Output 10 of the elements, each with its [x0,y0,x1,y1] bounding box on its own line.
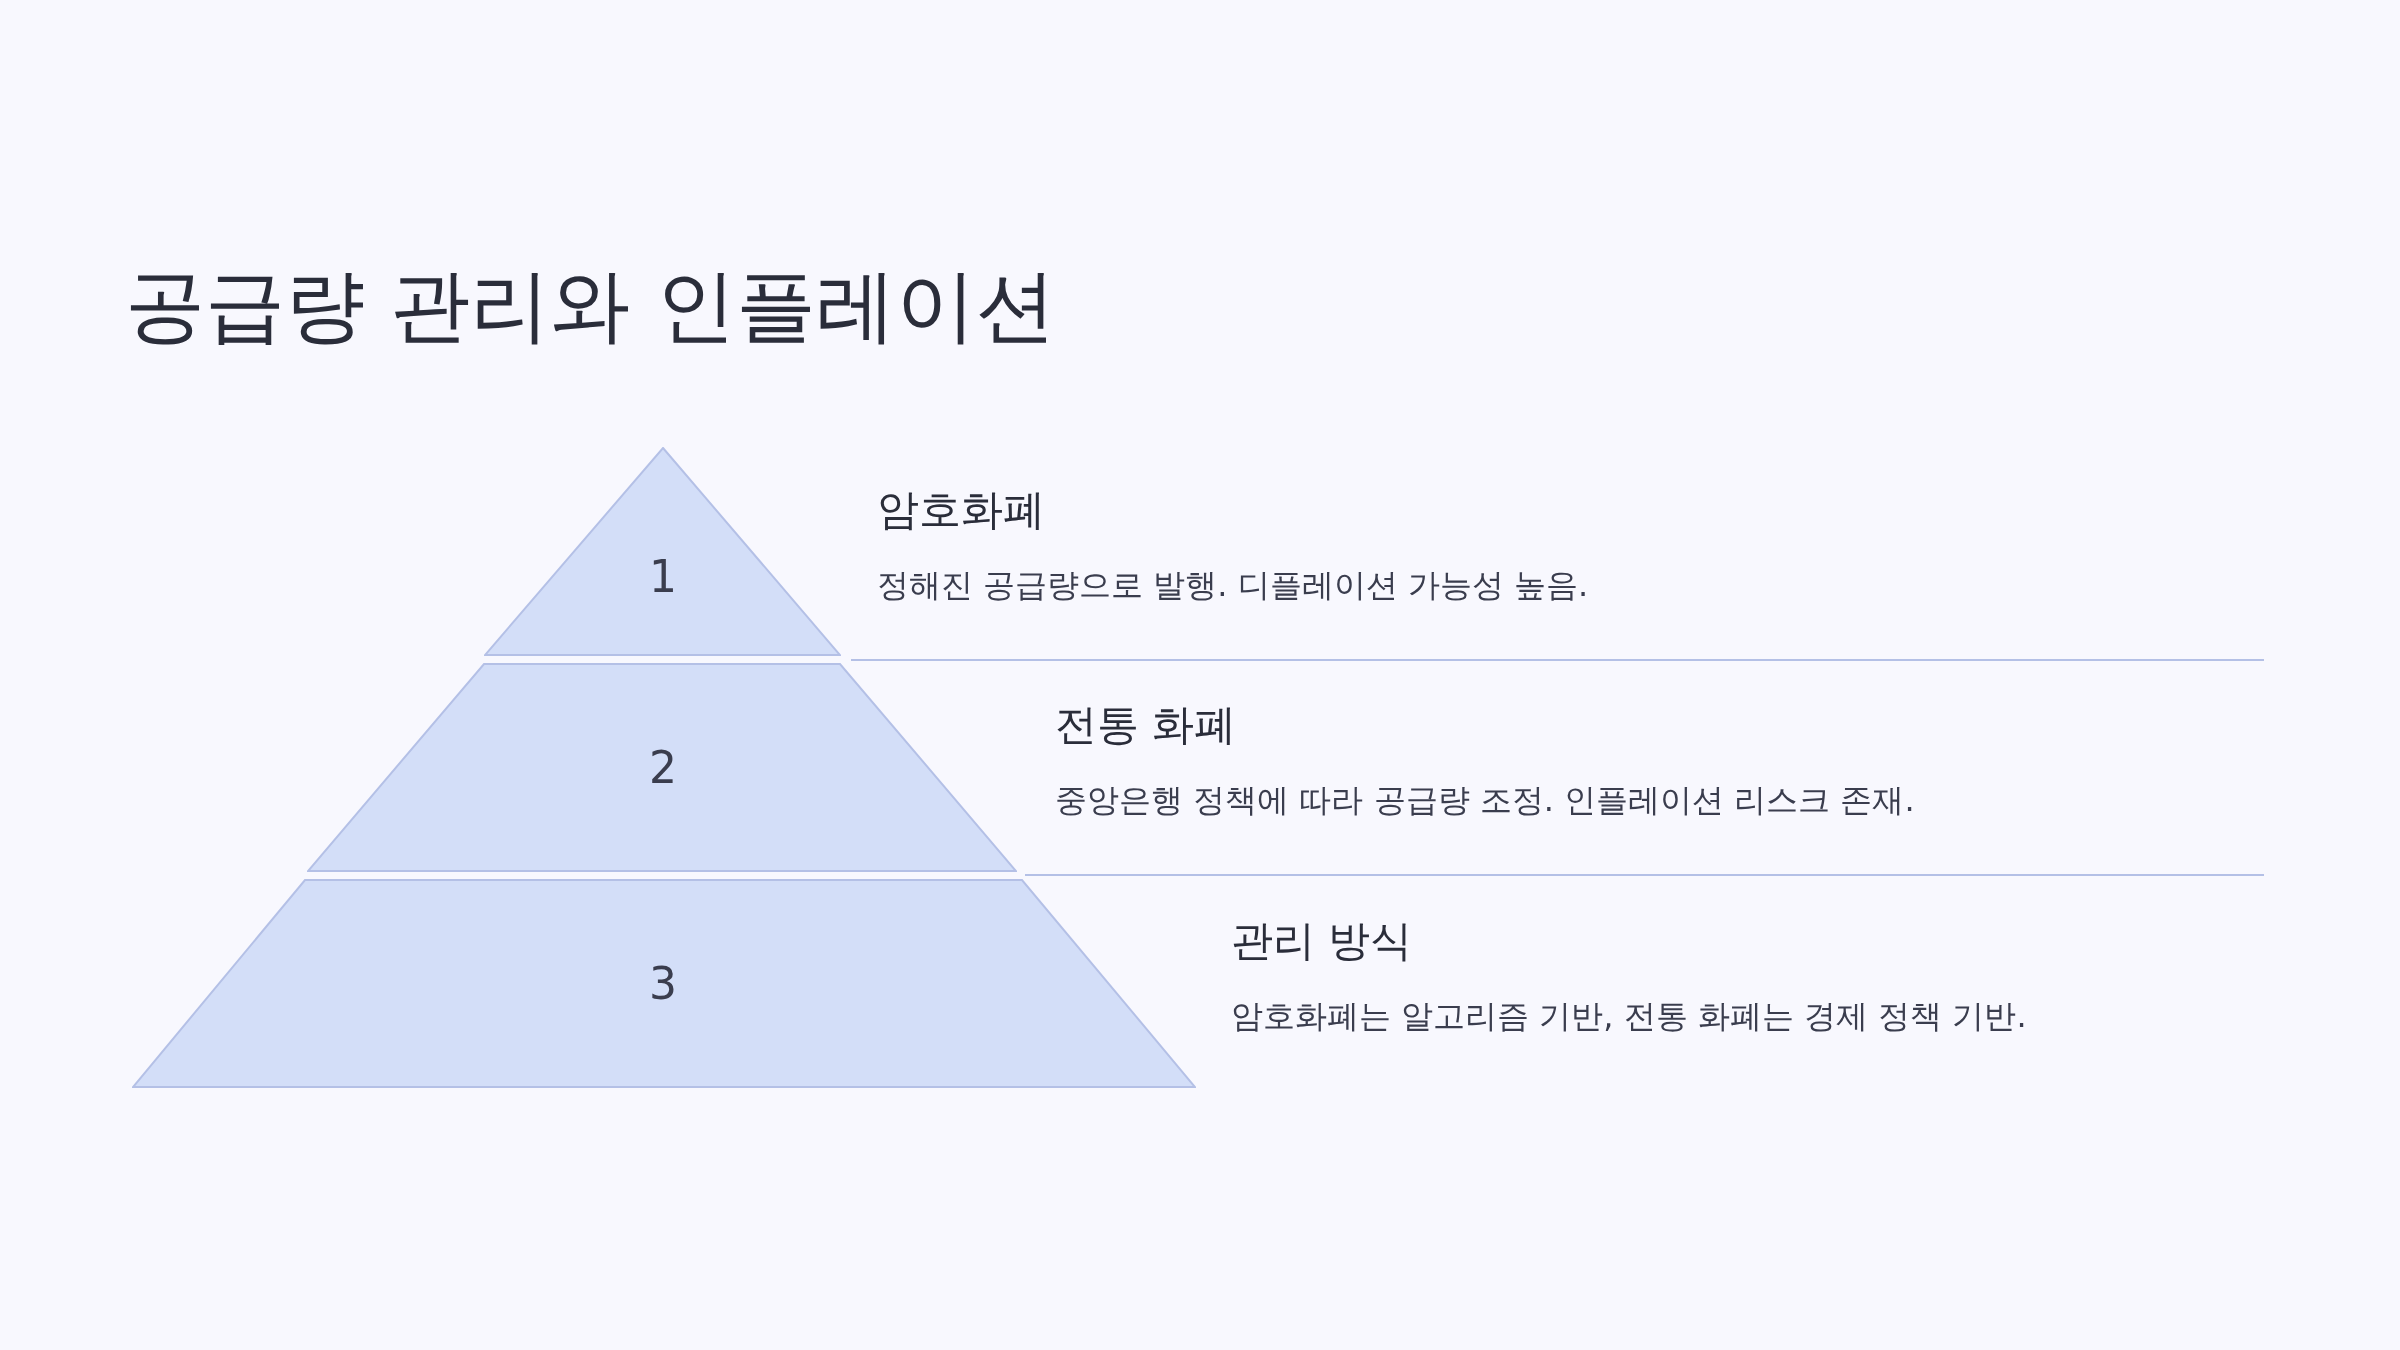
tier-number: 3 [649,962,677,1006]
tier-number: 2 [649,746,677,790]
description-text: 암호화폐는 알고리즘 기반, 전통 화폐는 경제 정책 기반. [1231,996,2027,1036]
section-heading: 전통 화폐 [1055,699,1237,751]
tier-number: 1 [649,555,677,599]
description-text: 중앙은행 정책에 따라 공급량 조정. 인플레이션 리스크 존재. [1055,780,1915,820]
section-heading: 암호화폐 [877,484,1045,536]
description-text: 정해진 공급량으로 발행. 디플레이션 가능성 높음. [877,565,1589,605]
section-heading: 관리 방식 [1231,915,1413,967]
title: 공급량 관리와 인플레이션 [125,262,1056,350]
